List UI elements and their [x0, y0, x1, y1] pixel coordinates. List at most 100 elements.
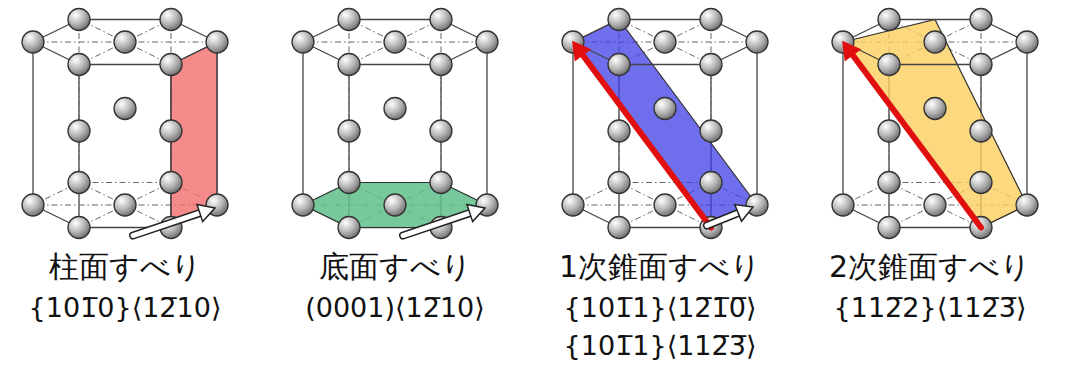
vertical-edge: [842, 42, 843, 205]
atom: [338, 171, 360, 193]
slip-name: 2次錐面すべり: [829, 250, 1031, 285]
atom: [160, 171, 182, 193]
arrow-head: [573, 42, 590, 60]
atom: [608, 54, 630, 76]
atom: [206, 31, 228, 53]
atom: [700, 171, 722, 193]
slip-system-index: {101̅1}⟨112̅3̅⟩: [564, 330, 757, 361]
atom: [68, 171, 90, 193]
atom: [476, 31, 498, 53]
bottom-spoke: [843, 205, 935, 206]
atom: [384, 194, 406, 216]
atom: [878, 120, 900, 142]
arrow-head: [735, 205, 753, 222]
atom: [970, 54, 992, 76]
vertical-edge: [572, 42, 573, 205]
atom: [68, 120, 90, 142]
atom: [924, 31, 946, 53]
atom: [338, 54, 360, 76]
slip-name: 柱面すべり: [49, 250, 202, 285]
bottom-spoke: [33, 205, 125, 206]
atom: [68, 54, 90, 76]
slip-arrow: [851, 53, 981, 227]
vertical-edge: [302, 42, 303, 205]
vertical-edge: [1026, 42, 1027, 205]
vertical-edge: [486, 42, 487, 205]
atom: [292, 194, 314, 216]
atom: [878, 217, 900, 239]
top-edge: [349, 19, 441, 20]
slip-arrow: [133, 212, 202, 235]
atom: [22, 31, 44, 53]
atom: [68, 217, 90, 239]
atom: [608, 171, 630, 193]
atom: [924, 97, 946, 119]
atom: [22, 194, 44, 216]
bottom-edge: [79, 182, 171, 183]
slip-system-index: {101̅0}⟨12̅10⟩: [29, 292, 222, 323]
slip-system-index: {101̅1}⟨12̅1̅0̅⟩: [564, 292, 757, 323]
atom: [114, 194, 136, 216]
atom: [292, 31, 314, 53]
atom: [160, 120, 182, 142]
atom: [700, 120, 722, 142]
atom: [430, 54, 452, 76]
atom: [654, 194, 676, 216]
atom: [384, 97, 406, 119]
vertical-edge: [756, 42, 757, 205]
slip-name: 底面すべり: [319, 250, 472, 285]
atom: [1016, 194, 1038, 216]
atom: [970, 8, 992, 30]
atom: [654, 97, 676, 119]
atom: [430, 8, 452, 30]
atom: [338, 217, 360, 239]
atom: [68, 8, 90, 30]
bottom-spoke: [573, 205, 665, 206]
vertical-edge: [441, 19, 442, 182]
slip-name: 1次錐面すべり: [559, 250, 761, 285]
atom: [700, 8, 722, 30]
bottom-edge: [619, 227, 711, 228]
slip-system-index: (0001)⟨12̅10⟩: [305, 292, 485, 323]
top-edge: [619, 19, 711, 20]
atom: [878, 54, 900, 76]
atom: [746, 31, 768, 53]
atom: [1016, 31, 1038, 53]
atom: [832, 194, 854, 216]
top-edge: [79, 19, 171, 20]
atom: [970, 171, 992, 193]
arrow-head: [843, 42, 860, 60]
top-edge: [79, 64, 171, 65]
vertical-edge: [32, 42, 33, 205]
slip-arrow: [581, 53, 711, 227]
pyramidal-plane-2: [843, 19, 1027, 227]
atom: [700, 54, 722, 76]
bottom-edge: [889, 227, 981, 228]
atom: [430, 171, 452, 193]
atom: [160, 54, 182, 76]
atom: [608, 120, 630, 142]
arrow-head: [197, 205, 215, 222]
atom: [160, 8, 182, 30]
vertical-edge: [349, 19, 350, 182]
atom: [608, 217, 630, 239]
top-edge: [619, 64, 711, 65]
atom: [654, 31, 676, 53]
slip-arrow: [403, 212, 472, 235]
vertical-edge: [79, 19, 80, 182]
atom: [878, 8, 900, 30]
slip-system-index: {112̅2}⟨112̅3̅⟩: [834, 292, 1027, 323]
atom: [114, 31, 136, 53]
atom: [384, 31, 406, 53]
atom: [114, 97, 136, 119]
atom: [878, 171, 900, 193]
slip-arrow: [707, 212, 740, 225]
top-edge: [889, 19, 981, 20]
arrow-head: [467, 205, 485, 222]
atom: [338, 8, 360, 30]
atom: [562, 194, 584, 216]
atom: [924, 194, 946, 216]
pyramidal-plane-1: [573, 19, 757, 227]
atom: [338, 120, 360, 142]
